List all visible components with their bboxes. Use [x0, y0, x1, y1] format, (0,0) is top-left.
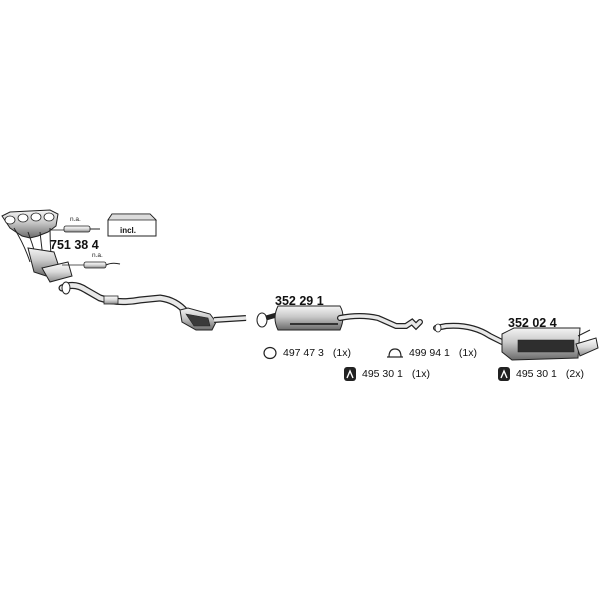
accessory-number: 497 47 3 [283, 347, 324, 359]
rubber-mount-icon [498, 367, 510, 381]
accessory-number: 495 30 1 [362, 368, 403, 380]
accessory-qty: (1x) [411, 368, 430, 380]
kit-label: incl. [120, 226, 137, 235]
rubber-mount-icon [344, 367, 356, 381]
intermediate-pipe [433, 322, 505, 345]
accessory-number: 499 94 1 [409, 347, 450, 359]
accessory-rubber-mount-1: 495 30 1 (1x) [343, 366, 430, 382]
front-silencer [256, 305, 423, 331]
rear-silencer [501, 327, 599, 361]
lambda-sensor-2 [62, 261, 121, 269]
accessory-qty: (1x) [458, 347, 477, 359]
lambda-sensor-1 [50, 225, 100, 233]
front-pipe [58, 281, 190, 316]
accessory-qty: (2x) [565, 368, 584, 380]
accessory-number: 495 30 1 [516, 368, 557, 380]
rear-silencer-part-number: 352 02 4 [508, 316, 557, 330]
accessory-rubber-mount-2: 495 30 1 (2x) [497, 366, 584, 382]
front-silencer-part-number: 352 29 1 [275, 294, 324, 308]
sensor-2-note: n.a. [92, 252, 103, 259]
ring-icon [263, 346, 277, 360]
exhaust-manifold [1, 209, 73, 283]
accessory-ring: 497 47 3 (1x) [262, 346, 351, 360]
manifold-part-number: 751 38 4 [50, 238, 99, 252]
accessory-hanger: 499 94 1 (1x) [386, 346, 477, 360]
sensor-1-note: n.a. [70, 216, 81, 223]
accessory-qty: (1x) [332, 347, 351, 359]
catalytic-converter [179, 307, 247, 331]
hanger-icon [387, 348, 403, 358]
mounting-kit-box [107, 213, 157, 237]
